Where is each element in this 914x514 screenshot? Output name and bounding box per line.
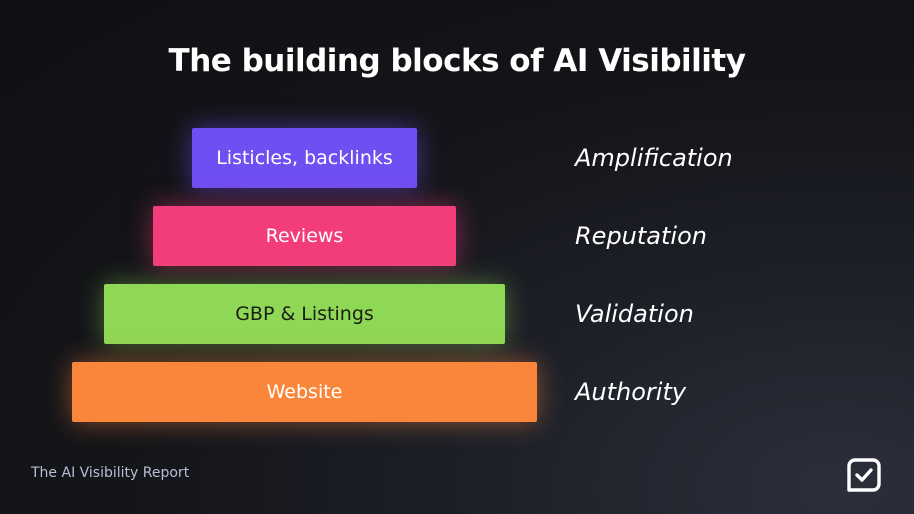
page-title: The building blocks of AI Visibility (168, 43, 746, 79)
role-label-amplification: Amplification (575, 144, 733, 172)
pyramid-block-gbp-listings: GBP & Listings (104, 284, 505, 344)
role-label-reputation: Reputation (575, 222, 707, 250)
pyramid-block-listicles: Listicles, backlinks (192, 128, 417, 188)
pyramid-block-reviews: Reviews (153, 206, 456, 266)
pyramid-block-website: Website (72, 362, 537, 422)
role-label-authority: Authority (575, 378, 687, 406)
footer-report-name: The AI Visibility Report (31, 465, 190, 481)
role-label-validation: Validation (575, 300, 694, 328)
chat-check-icon (847, 458, 881, 492)
